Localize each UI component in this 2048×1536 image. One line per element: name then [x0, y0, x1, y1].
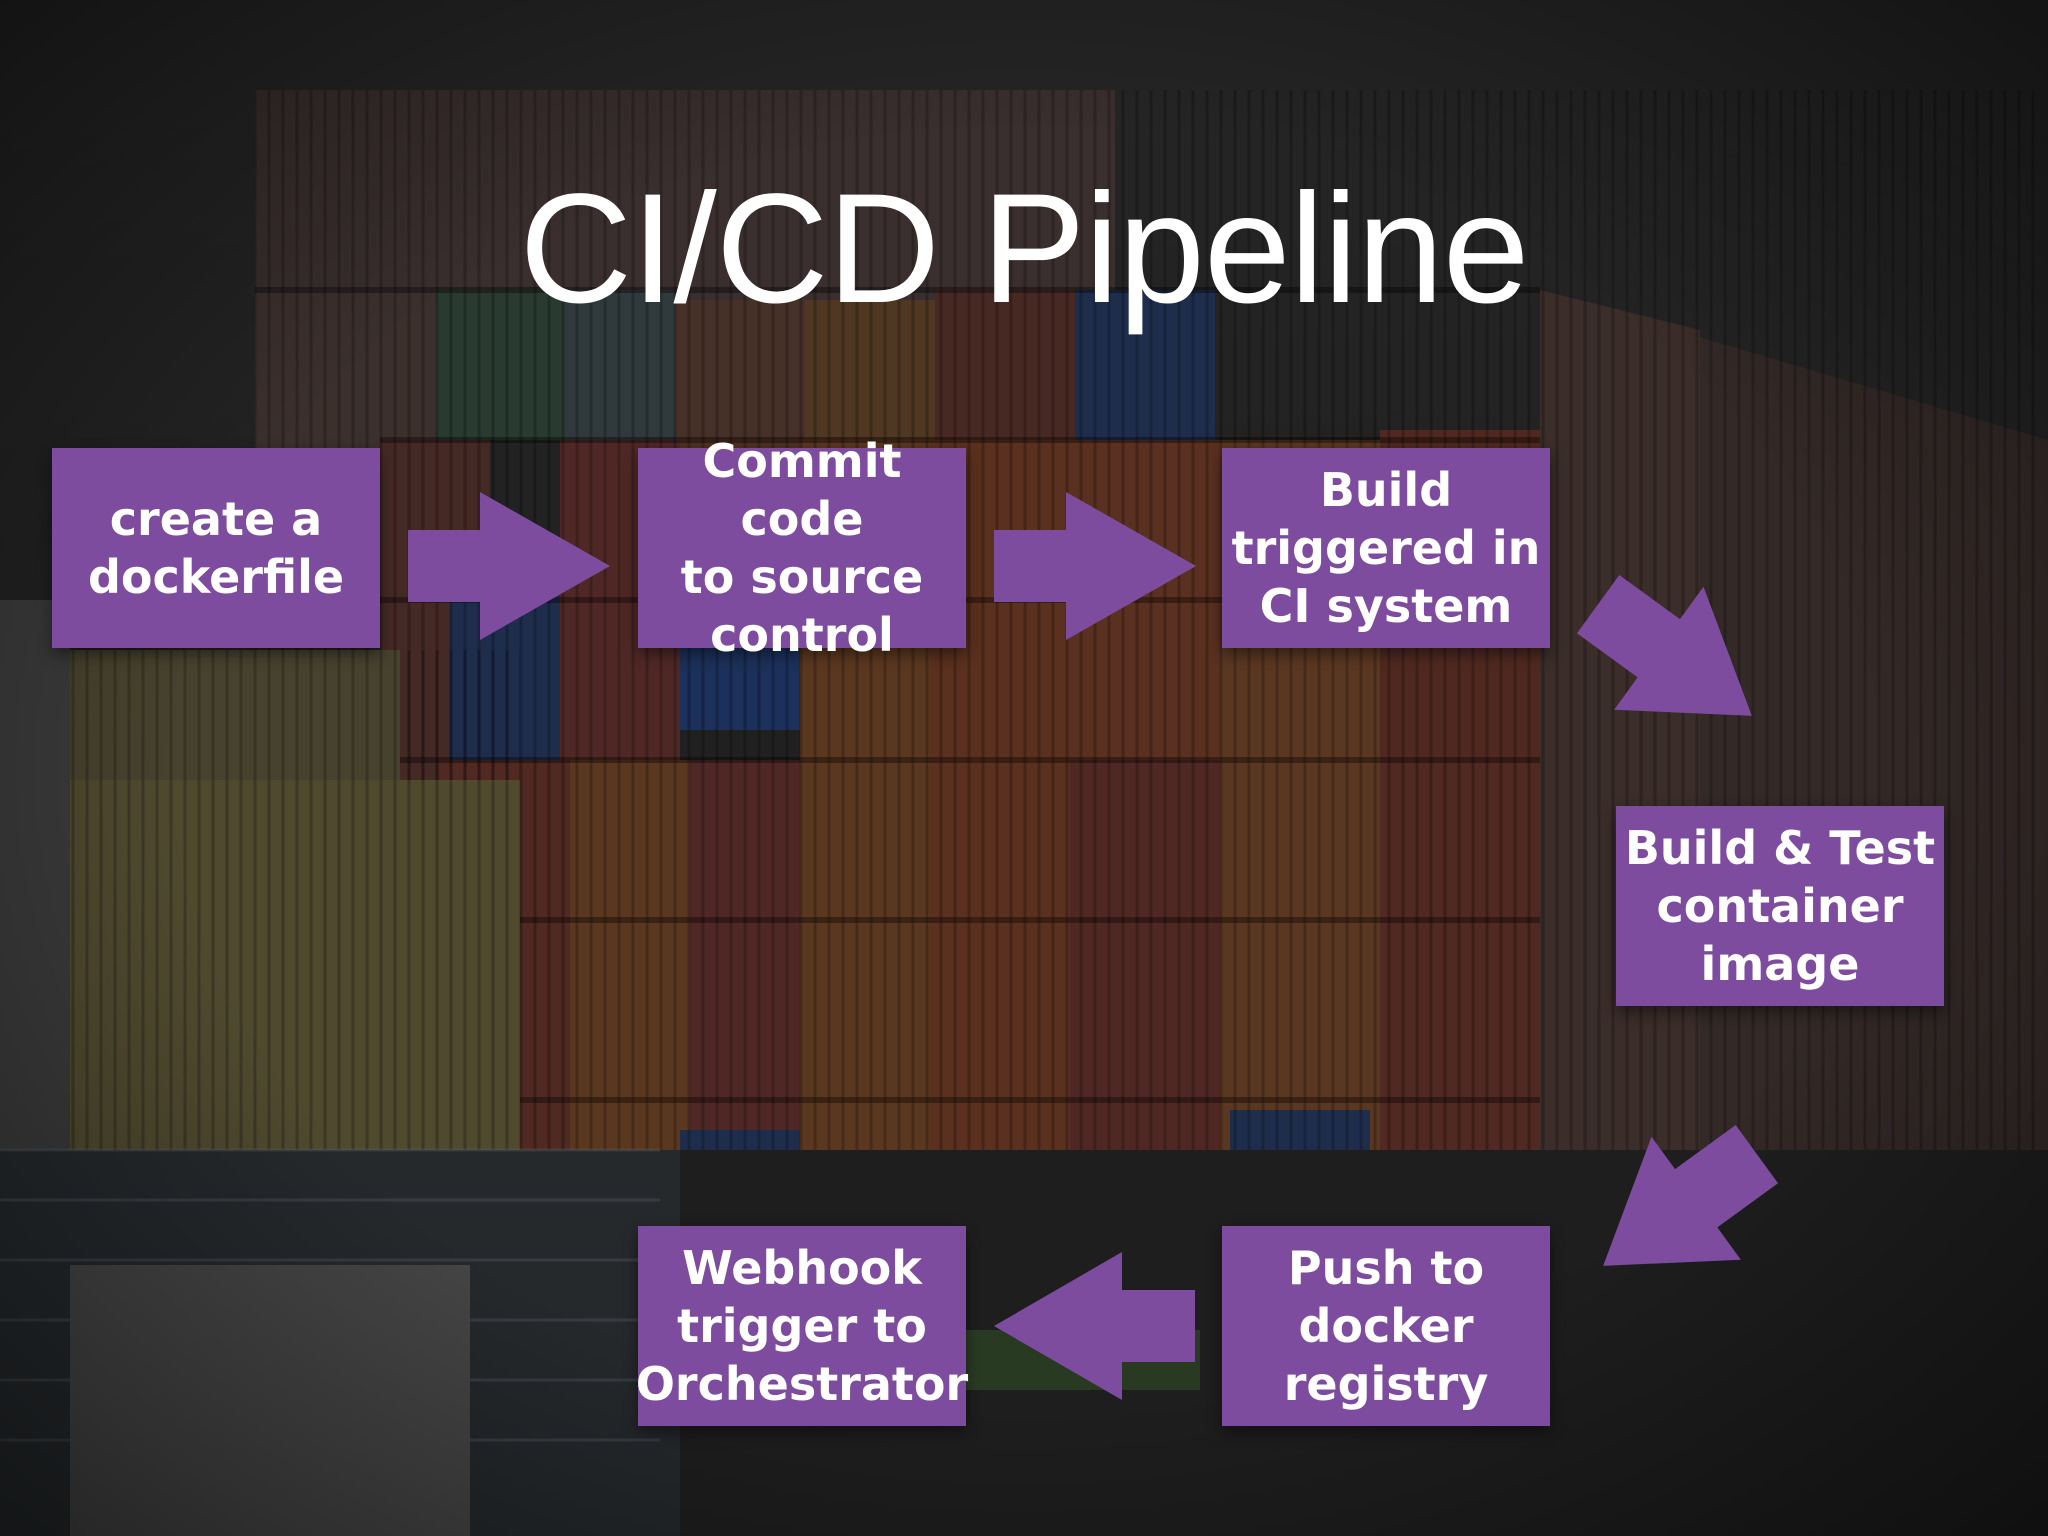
- slide-title: CI/CD Pipeline: [519, 162, 1529, 336]
- step-push-registry: Push to docker registry: [1222, 1226, 1550, 1426]
- step-build-triggered: Build triggered in CI system: [1222, 448, 1550, 648]
- step-commit-code: Commit code to source control: [638, 434, 966, 662]
- step-webhook-orchestrator: Webhook trigger to Orchestrator: [636, 1226, 968, 1426]
- step-create-dockerfile: create a dockerfile: [52, 448, 380, 648]
- step-build-test-image: Build & Test container image: [1616, 806, 1944, 1006]
